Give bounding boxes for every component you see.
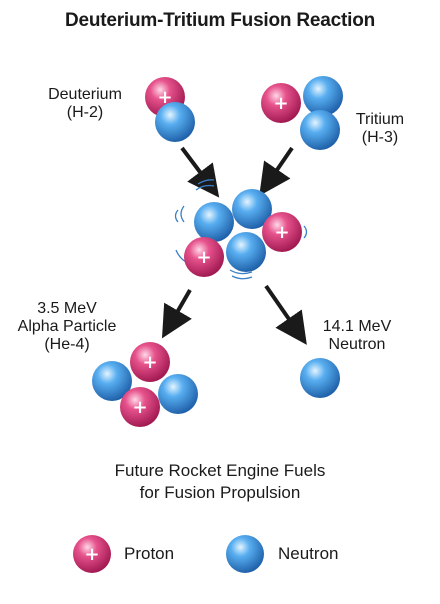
- proton: [261, 83, 301, 123]
- alpha-energy: 3.5 MeV: [37, 300, 97, 317]
- neutron-name: Neutron: [328, 336, 386, 353]
- legend-proton-mark: +: [84, 544, 99, 565]
- neutron: [158, 374, 198, 414]
- free-neutron: [300, 358, 340, 398]
- legend-proton-label: Proton: [124, 544, 175, 563]
- neutron: [194, 202, 234, 242]
- legend-neutron-label: Neutron: [278, 544, 339, 563]
- neutron: [155, 102, 195, 142]
- diagram-title: Deuterium-Tritium Fusion Reaction: [64, 10, 376, 31]
- proton: [130, 342, 170, 382]
- deuterium-symbol: (H-2): [66, 104, 104, 121]
- proton: [120, 387, 160, 427]
- caption-line-2: for Fusion Propulsion: [139, 483, 301, 502]
- neutron: [232, 189, 272, 229]
- deuterium-nucleus: +: [145, 77, 195, 142]
- proton-plus-mark: +: [132, 397, 147, 418]
- arrow-neutron-out: [264, 284, 307, 345]
- arrow-alpha-out: [161, 288, 192, 339]
- arrow-tritium-in: [259, 146, 294, 196]
- proton-plus-mark: +: [196, 247, 211, 268]
- proton-plus-mark: +: [274, 222, 289, 243]
- legend-neutron-symbol: [226, 535, 264, 573]
- arrow-deuterium-in: [180, 146, 220, 198]
- proton-plus-mark: +: [157, 87, 172, 108]
- alpha-particle: + +: [92, 342, 198, 427]
- neutron: [300, 110, 340, 150]
- neutron: [92, 361, 132, 401]
- proton-plus-mark: +: [273, 93, 288, 114]
- tritium-name: Tritium: [355, 111, 405, 128]
- alpha-symbol: (He-4): [44, 336, 90, 353]
- tritium-symbol: (H-3): [361, 129, 399, 146]
- proton: [184, 237, 224, 277]
- proton-plus-mark: +: [142, 352, 157, 373]
- tritium-nucleus: +: [261, 76, 343, 150]
- caption-line-1: Future Rocket Engine Fuels: [114, 461, 326, 480]
- neutron: [226, 232, 266, 272]
- deuterium-label: Deuterium (H-2): [40, 86, 130, 122]
- tritium-label: Tritium (H-3): [340, 111, 420, 147]
- proton: [262, 212, 302, 252]
- neutron-energy: 14.1 MeV: [322, 318, 392, 335]
- alpha-label: 3.5 MeV Alpha Particle (He-4): [2, 300, 132, 354]
- legend-proton-symbol: [73, 535, 111, 573]
- neutron: [303, 76, 343, 116]
- deuterium-name: Deuterium: [48, 86, 122, 103]
- neutron-label: 14.1 MeV Neutron: [312, 318, 402, 354]
- combined-nucleus: + +: [184, 189, 302, 277]
- alpha-name: Alpha Particle: [17, 318, 117, 335]
